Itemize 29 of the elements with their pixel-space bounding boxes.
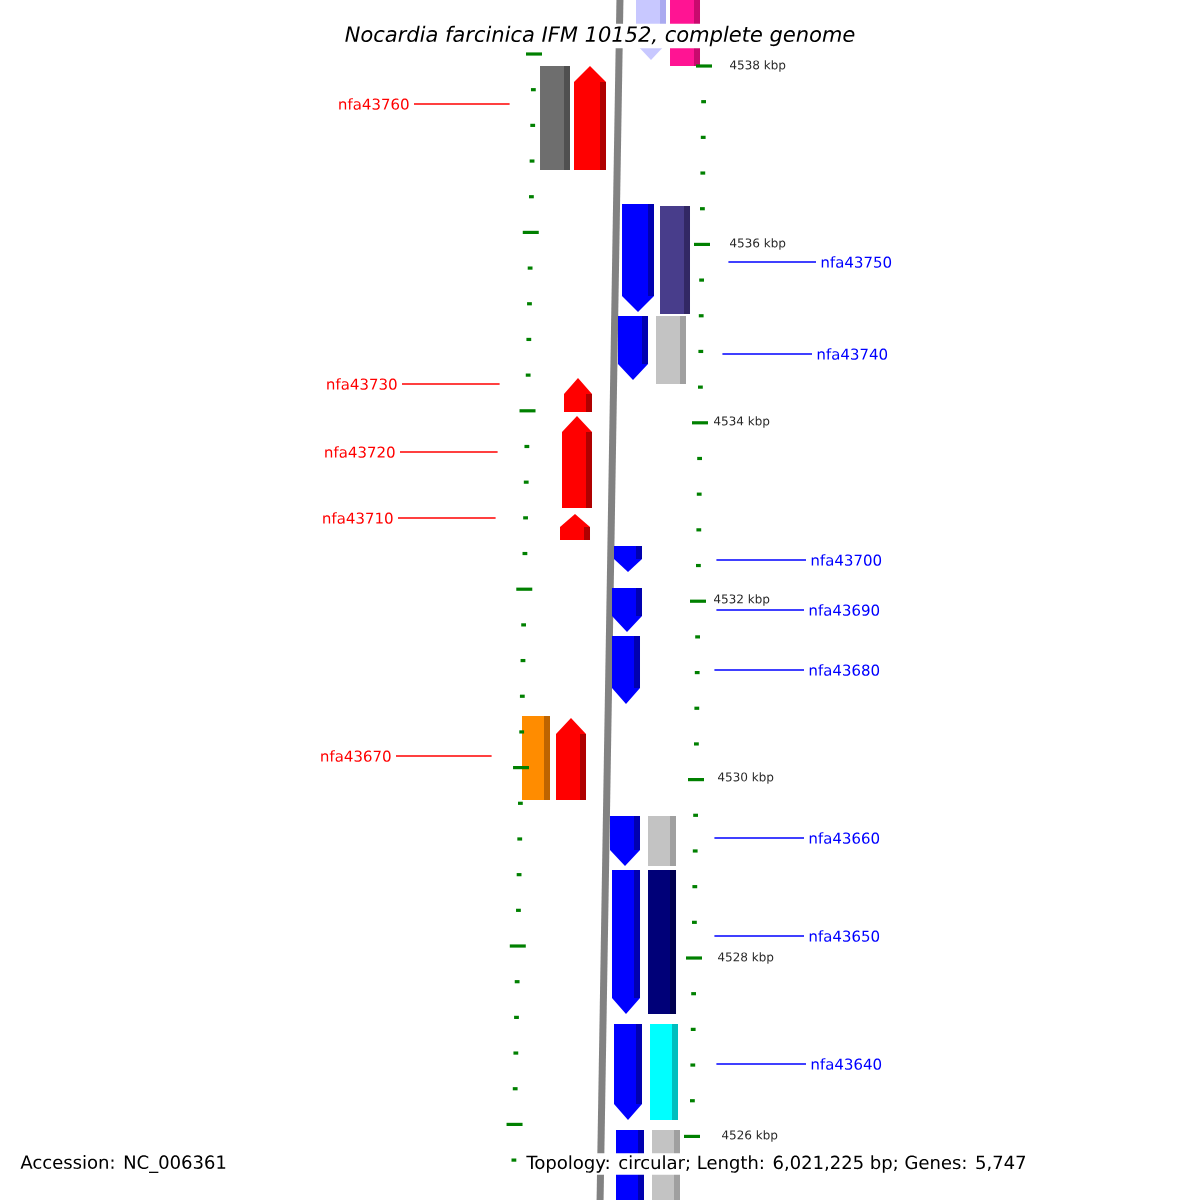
gene-symbol	[560, 514, 590, 540]
leader-line	[399, 451, 499, 453]
info-text: Topology: circular; Length: 6,021,225 bp; Genes: 5,747	[524, 1153, 1029, 1175]
leader-line	[395, 755, 493, 757]
gene-symbol	[574, 66, 606, 170]
leader-line	[721, 353, 813, 355]
info-text: Accession: NC_006361	[18, 1153, 229, 1175]
gene-symbol	[612, 870, 640, 1014]
leader-line	[715, 609, 805, 611]
title: Nocardia farcinica IFM 10152, complete genome	[342, 23, 858, 49]
leader-line	[713, 669, 805, 671]
leader-line	[713, 837, 805, 839]
gene-symbol	[562, 416, 592, 508]
gene-symbol	[622, 204, 654, 312]
gene-symbol	[564, 378, 592, 412]
gene-symbol	[610, 816, 640, 866]
leader-line	[713, 935, 805, 937]
leader-line	[397, 517, 497, 519]
leader-line	[715, 559, 807, 561]
leader-line	[727, 261, 817, 263]
gene-symbol	[614, 1024, 642, 1120]
leader-line	[413, 103, 511, 105]
gene-symbol	[556, 718, 586, 800]
gene-symbol	[614, 546, 642, 572]
leader-line	[401, 383, 501, 385]
gene-symbol	[612, 588, 642, 632]
gene-symbol	[618, 316, 648, 380]
gene-symbol	[612, 636, 640, 704]
leader-line	[715, 1063, 807, 1065]
